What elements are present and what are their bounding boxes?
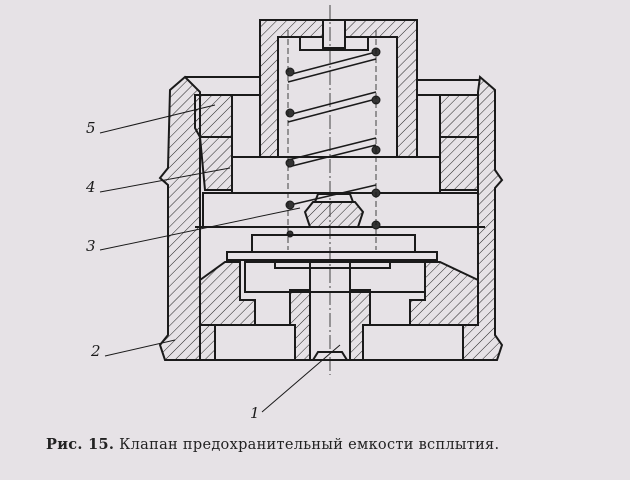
caption-text: Клапан предохранительный емкости всплыти… bbox=[119, 437, 500, 453]
body-lower-left bbox=[199, 261, 256, 326]
valve-disc bbox=[303, 201, 365, 228]
label-5: 5 bbox=[86, 119, 96, 137]
caption-prefix: Рис. 15. bbox=[46, 436, 115, 453]
figure-caption: Рис. 15. Клапан предохранительный емкост… bbox=[46, 436, 499, 453]
body-lower-right bbox=[409, 261, 479, 326]
label-1: 1 bbox=[250, 404, 260, 422]
nut-right bbox=[439, 94, 479, 138]
label-3: 3 bbox=[86, 237, 96, 255]
nut-left bbox=[194, 94, 233, 138]
spring bbox=[287, 51, 377, 206]
label-4: 4 bbox=[85, 178, 96, 196]
seat bbox=[251, 234, 416, 253]
ring-left bbox=[198, 136, 233, 191]
base-disk bbox=[226, 251, 438, 261]
label-2: 2 bbox=[90, 342, 101, 360]
ring-right bbox=[439, 136, 479, 191]
plate bbox=[231, 156, 441, 194]
